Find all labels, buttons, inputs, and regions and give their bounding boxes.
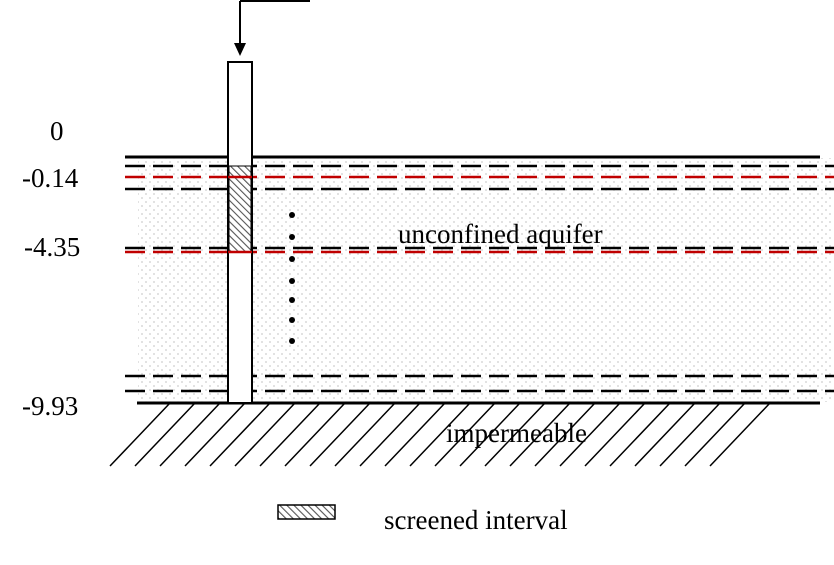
legend-screened-interval-label: screened interval bbox=[384, 505, 568, 535]
depth-label-aquifer-base: -9.93 bbox=[22, 391, 79, 421]
legend-screen-swatch bbox=[277, 504, 336, 520]
impermeable-hatching bbox=[109, 402, 771, 467]
impermeable-label: impermeable bbox=[446, 418, 587, 448]
aquifer-fill bbox=[138, 158, 832, 402]
observation-points bbox=[289, 212, 295, 344]
depth-label-screen-bottom: -4.35 bbox=[24, 232, 81, 262]
depth-label-surface: 0 bbox=[50, 116, 64, 146]
well-screen bbox=[228, 165, 252, 253]
depth-label-water-table: -0.14 bbox=[22, 163, 79, 193]
inflow-arrow bbox=[234, 0, 310, 56]
aquifer-label: unconfined aquifer bbox=[398, 219, 603, 249]
